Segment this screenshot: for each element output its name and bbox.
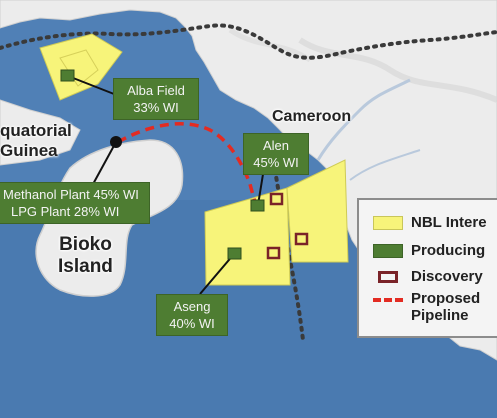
map-legend: NBL Intere Producing Discovery Proposed … <box>357 198 497 338</box>
river-mouth <box>316 78 411 161</box>
legend-proposed-pipeline: Proposed Pipeline <box>373 290 480 324</box>
label-cameroon: Cameroon <box>272 108 352 125</box>
discovery-3 <box>266 246 281 260</box>
callout-lpg-plant: LPG Plant 28% WI <box>11 204 120 219</box>
callout-alba-field: Alba Field 33% WI <box>113 78 199 120</box>
methanol-plant-marker <box>110 136 122 148</box>
nbl-block-east <box>286 159 349 263</box>
relief-shading <box>298 37 497 103</box>
leader-methanol <box>91 141 117 187</box>
nbl-block-alba <box>39 33 123 101</box>
pipeline-swatch <box>373 298 403 302</box>
discovery-1 <box>269 192 284 206</box>
legend-discovery: Discovery <box>373 268 483 285</box>
callout-alen-name: Alen <box>262 138 290 153</box>
river-mouth-2 <box>349 149 421 181</box>
callout-aseng-name: Aseng <box>173 299 211 314</box>
legend-pipeline-line2: Pipeline <box>411 307 469 324</box>
proposed-pipeline <box>117 122 258 207</box>
callout-aseng-wi: 40% WI <box>169 316 215 331</box>
producing-alba <box>60 69 75 82</box>
label-bioko-island: Bioko Island <box>58 234 113 277</box>
discovery-swatch <box>378 270 398 283</box>
relief-shading-2 <box>228 27 312 63</box>
legend-discovery-label: Discovery <box>411 268 483 285</box>
boundary-line-north <box>0 23 497 60</box>
legend-pipeline-label: Proposed Pipeline <box>411 290 480 324</box>
leader-aseng <box>199 253 235 295</box>
callout-alba-wi: 33% WI <box>133 100 179 115</box>
label-equatorial-guinea: quatorial Guinea <box>0 121 72 160</box>
legend-nbl-interest: NBL Intere <box>373 214 487 231</box>
discovery-2 <box>294 232 309 246</box>
left-coast <box>0 99 81 166</box>
callout-alen-wi: 45% WI <box>253 155 299 170</box>
callout-methanol-plant: Methanol Plant 45% WI <box>3 187 139 202</box>
leader-alba <box>67 75 115 95</box>
legend-producing: Producing <box>373 242 485 259</box>
nbl-interest-swatch <box>373 215 403 230</box>
callout-methanol-lpg: Methanol Plant 45% WI LPG Plant 28% WI <box>0 182 150 224</box>
legend-nbl-interest-label: NBL Intere <box>411 214 487 231</box>
producing-alen <box>250 199 265 212</box>
producing-aseng <box>227 247 242 260</box>
legend-producing-label: Producing <box>411 242 486 259</box>
callout-alba-name: Alba Field <box>127 83 185 98</box>
legend-pipeline-line1: Proposed <box>411 290 481 307</box>
callout-aseng: Aseng 40% WI <box>156 294 228 336</box>
callout-alen: Alen 45% WI <box>243 133 309 175</box>
producing-swatch <box>373 243 403 258</box>
